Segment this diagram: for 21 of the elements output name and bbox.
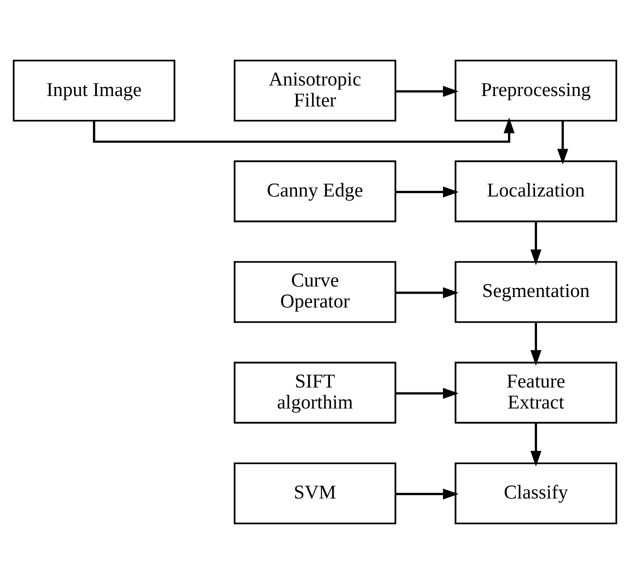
node-box: SIFT algorthim [234, 361, 396, 424]
node-box: Anisotropic Filter [234, 59, 396, 122]
arrow [396, 488, 459, 500]
node-box: Localization [454, 160, 618, 222]
node-box: Segmentation [454, 260, 618, 322]
arrow [530, 322, 542, 366]
node-box: SVM [234, 462, 396, 524]
arrow [530, 221, 542, 265]
arrow [530, 422, 542, 466]
node-box: Classify [454, 462, 618, 524]
node-box: Preprocessing [454, 59, 618, 122]
node-box: Feature Extract [454, 361, 618, 424]
node-box: Curve Operator [234, 260, 396, 322]
node-box: Canny Edge [234, 160, 396, 222]
arrow [557, 120, 568, 164]
node-box: Input Image [12, 59, 176, 122]
arrow [92, 117, 515, 142]
arrow [396, 186, 459, 198]
arrow [396, 286, 459, 298]
arrow [396, 85, 459, 96]
arrow [396, 387, 459, 398]
